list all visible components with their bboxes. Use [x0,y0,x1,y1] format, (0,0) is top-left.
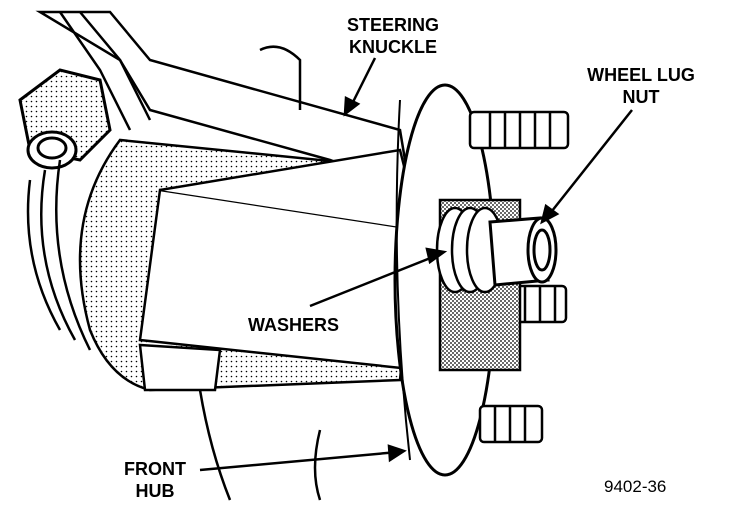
wheel-lug-nut-label-line2: NUT [622,87,660,107]
wheel-studs [468,110,570,444]
wheel-lug-nut [488,216,558,287]
leader-lines [199,57,633,472]
front-hub-label-line1: FRONT [124,459,186,479]
wheel-lug-nut-label: WHEEL LUG NUT [576,64,706,108]
front-hub-body [26,138,422,501]
front-hub-label-line2: HUB [135,481,175,501]
steering-knuckle-label: STEERING KNUCKLE [338,14,448,58]
figure-id: 9402-36 [604,477,667,496]
wheel-lug-nut-label-line1: WHEEL LUG [587,65,695,85]
steering-knuckle-label-line2: KNUCKLE [349,37,437,57]
front-hub-label: FRONT HUB [110,458,200,502]
steering-knuckle-label-line1: STEERING [346,15,439,35]
steering-knuckle-arm [35,10,412,192]
washers-label: WASHERS [248,315,340,335]
knuckle-bolt [18,68,112,170]
